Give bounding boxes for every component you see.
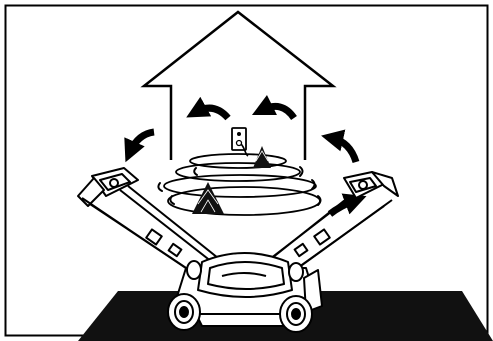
mower-wheel-rear-left	[187, 261, 201, 279]
mower-wheel-right	[280, 296, 312, 332]
mower-wheel-left	[168, 294, 200, 330]
lawn-mower-front	[168, 253, 322, 332]
mower-wheel-rear-right	[289, 263, 303, 281]
